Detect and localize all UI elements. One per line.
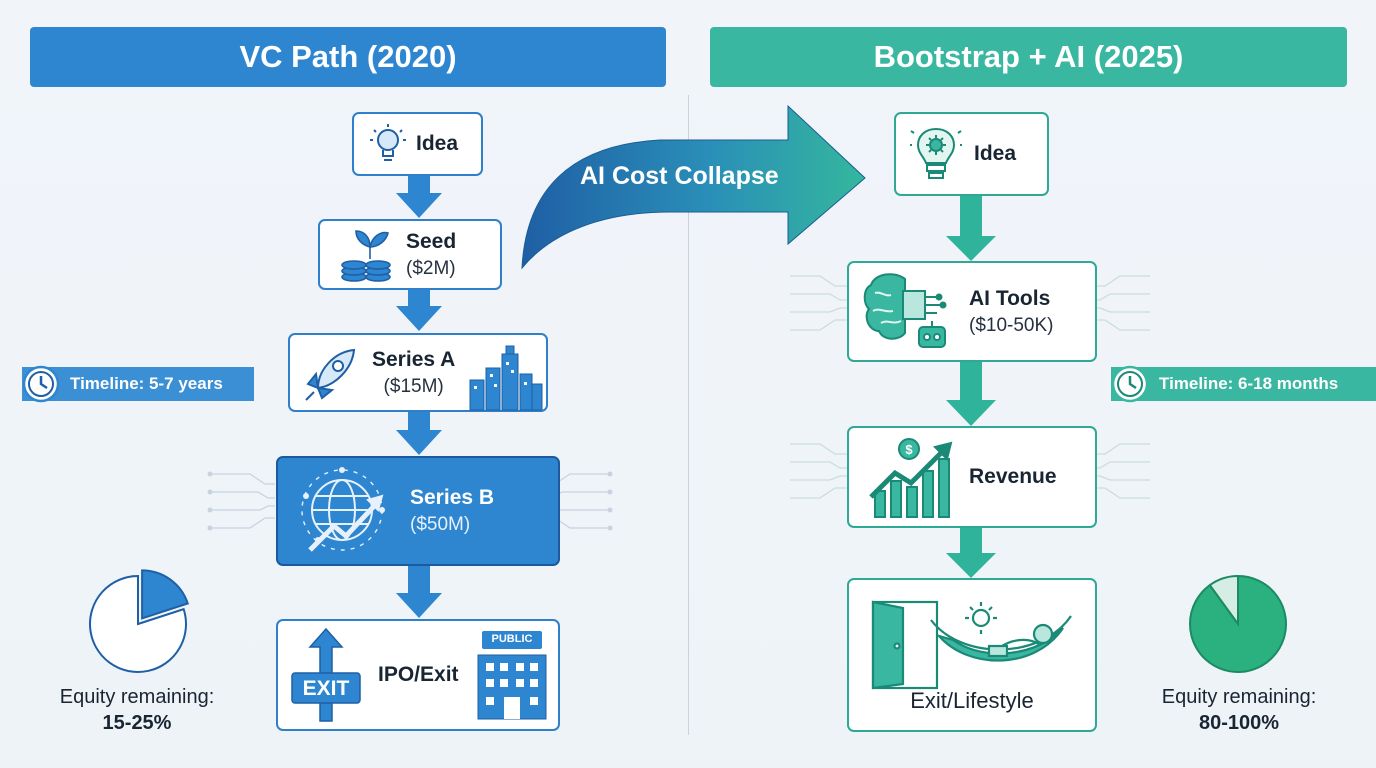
ai-flow-arrows: [946, 196, 996, 578]
brain-chip-robot-icon: [863, 272, 947, 348]
vc-step-seed-title: Seed: [406, 229, 457, 253]
growth-chart-icon: $: [869, 438, 953, 518]
ai-equity-value: 80-100%: [1198, 712, 1280, 734]
gear-lightbulb-icon: [910, 127, 962, 179]
pie-equity-slice: [141, 569, 190, 620]
vc-step-series-a-amount: ($15M): [383, 375, 444, 397]
ai-step-ai-tools: AI Tools ($10-50K): [847, 261, 1097, 362]
ai-equity-label: Equity remaining:: [1161, 686, 1317, 708]
exit-sign-icon: EXIT: [291, 627, 361, 723]
vc-step-idea-title: Idea: [416, 132, 459, 155]
door-hammock-icon: [871, 600, 1072, 690]
bootstrap-ai-header: Bootstrap + AI (2025): [710, 27, 1347, 87]
vc-equity-value: 15-25%: [102, 712, 172, 734]
ai-step-ai-tools-title: AI Tools: [969, 286, 1051, 310]
vc-path-header: VC Path (2020): [30, 27, 666, 87]
vc-step-series-b-amount: ($50M): [410, 514, 471, 535]
ai-timeline-badge: Timeline: 6-18 months: [1111, 365, 1376, 403]
ai-step-idea: Idea: [894, 112, 1049, 196]
ai-timeline-text: Timeline: 6-18 months: [1159, 374, 1339, 393]
pie-equity-slice: [1189, 574, 1287, 673]
ai-equity-pie: [1189, 574, 1287, 673]
vc-step-series-a-title: Series A: [372, 347, 456, 371]
vc-step-seed: Seed ($2M): [318, 219, 502, 290]
public-building-label: PUBLIC: [491, 633, 533, 645]
svg-text:$: $: [905, 442, 913, 457]
public-building-icon: PUBLIC: [474, 629, 550, 721]
pie-remaining-slice: [89, 574, 187, 673]
vc-flow-arrows: [396, 176, 442, 618]
ai-cost-collapse-label: AI Cost Collapse: [580, 162, 779, 190]
ai-step-revenue-title: Revenue: [969, 465, 1057, 488]
lightbulb-icon: [370, 124, 406, 161]
coins-sprout-icon: [341, 229, 391, 282]
ai-step-revenue: $ Revenue: [847, 426, 1097, 528]
clock-icon: [22, 365, 60, 403]
vc-step-ipo-exit: EXIT IPO/Exit PUBLIC: [276, 619, 560, 731]
vc-equity-pie: [89, 569, 190, 673]
vc-timeline-badge: Timeline: 5-7 years: [22, 365, 254, 403]
vc-step-series-a: Series A ($15M): [288, 333, 548, 412]
globe-growth-icon: [301, 467, 385, 552]
rocket-icon: [305, 348, 356, 401]
vc-equity-label: Equity remaining:: [59, 686, 215, 708]
ai-step-ai-tools-amount: ($10-50K): [969, 314, 1054, 336]
vc-step-seed-amount: ($2M): [406, 257, 456, 279]
vc-step-series-b: Series B ($50M): [276, 456, 560, 566]
exit-sign-text: EXIT: [302, 677, 350, 700]
vc-step-idea: Idea: [352, 112, 483, 176]
clock-icon: [1111, 365, 1149, 403]
city-buildings-icon: [469, 345, 543, 411]
ai-step-exit-lifestyle: Exit/Lifestyle: [847, 578, 1097, 732]
center-divider: [688, 95, 689, 735]
ai-step-idea-title: Idea: [974, 142, 1017, 165]
ai-cost-collapse-arrow: [521, 104, 866, 270]
ai-step-exit-lifestyle-title: Exit/Lifestyle: [910, 688, 1034, 713]
vc-timeline-text: Timeline: 5-7 years: [70, 374, 223, 393]
vc-step-series-b-title: Series B: [410, 486, 495, 509]
vc-step-ipo-exit-title: IPO/Exit: [378, 663, 459, 686]
